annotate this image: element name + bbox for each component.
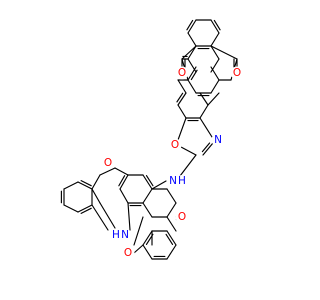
double-bond [187, 66, 197, 81]
double-bond-inner [165, 233, 174, 246]
bond [99, 167, 116, 176]
bond [210, 58, 220, 73]
atom-ketone-oxygen-top-right: O [230, 66, 244, 80]
double-bond-inner [145, 233, 154, 246]
bond [187, 58, 197, 73]
bond [210, 45, 238, 60]
double-bond-inner [176, 92, 184, 103]
bond [187, 45, 197, 60]
bond [166, 216, 177, 232]
double-bond [202, 142, 214, 156]
bond [187, 32, 197, 47]
atom-acridone-oxygen: O [101, 156, 115, 170]
bond [114, 167, 129, 176]
label-bg [230, 66, 244, 80]
atom-oxazole-oxygen: O [168, 138, 182, 152]
bond-lines [60, 19, 238, 260]
bond [207, 92, 220, 106]
double-bond-inner [186, 19, 194, 31]
atom-oxazole-nitrogen: N [211, 133, 225, 147]
bond [210, 32, 220, 47]
bond [119, 188, 129, 204]
bond [187, 79, 197, 94]
atom-labels: O O O N N H O O [101, 66, 244, 260]
bond [177, 117, 187, 141]
bond [91, 174, 101, 190]
atom-acridine-hydrogen: H [110, 229, 122, 241]
atom-label-o: O [233, 67, 241, 79]
double-bond [142, 174, 153, 190]
double-bond [177, 92, 187, 106]
bond [199, 104, 209, 119]
label-bg [101, 156, 115, 170]
atom-ketone-oxygen-right: O [175, 210, 189, 224]
double-bond [187, 19, 197, 34]
bond [91, 188, 101, 204]
label-bg [166, 174, 180, 188]
atom-label-h: H [178, 175, 186, 187]
bond [181, 45, 197, 60]
bond [142, 244, 153, 260]
label-bg [118, 228, 132, 242]
double-bond-inner [80, 207, 92, 214]
bond [180, 146, 197, 156]
double-bond-inner [80, 180, 92, 187]
atom-label-n: N [214, 134, 222, 146]
double-bond-inner [190, 69, 198, 81]
bond [127, 202, 131, 231]
atom-label-n: N [169, 175, 177, 187]
label-bg [211, 133, 225, 147]
double-bond-inner [118, 175, 126, 187]
bond [133, 244, 144, 254]
bond [177, 79, 187, 94]
atom-ketone-oxygen-top-left: O [175, 66, 189, 80]
bond [133, 216, 144, 246]
double-bond [77, 181, 93, 190]
atom-acridine-nitrogen: N [118, 228, 132, 242]
label-bg [121, 246, 135, 260]
atom-label-o: O [178, 67, 186, 79]
bond [210, 79, 220, 94]
bond [63, 204, 79, 213]
bond [166, 202, 177, 218]
molecule-structure: O O O N N H O O [60, 19, 244, 260]
bond [142, 188, 153, 204]
label-bg [168, 138, 182, 152]
label-bg [176, 175, 188, 187]
atom-amine-hydrogen: H [176, 175, 188, 187]
bond [166, 244, 177, 260]
bond [99, 202, 116, 229]
double-bond-inner [213, 19, 221, 31]
double-bond [119, 174, 129, 190]
double-bond-inner [145, 174, 154, 187]
double-bond [142, 230, 153, 246]
atom-label-o: O [178, 211, 186, 223]
double-bond [210, 19, 220, 34]
bond [199, 92, 209, 106]
bond [210, 66, 220, 81]
atom-label-o: O [124, 247, 132, 259]
bond [210, 45, 220, 60]
bond [166, 188, 177, 204]
label-bg [110, 229, 122, 241]
atom-label-o: O [171, 139, 179, 151]
label-bg [175, 210, 189, 224]
double-bond [166, 230, 177, 246]
bond [63, 181, 79, 190]
bond [142, 202, 153, 218]
atom-ketone-oxygen-bottom-left: O [121, 246, 135, 260]
double-bond-inner [201, 142, 211, 153]
bond [151, 180, 167, 190]
bond [199, 117, 213, 138]
atom-label-h: H [112, 229, 120, 241]
bond [91, 204, 109, 231]
atom-amine-nitrogen: N [166, 174, 180, 188]
atom-label-o: O [104, 157, 112, 169]
bond [179, 154, 197, 177]
atom-label-n: N [121, 229, 129, 241]
double-bond [77, 204, 93, 213]
bond [177, 104, 187, 119]
label-bg [175, 66, 189, 80]
